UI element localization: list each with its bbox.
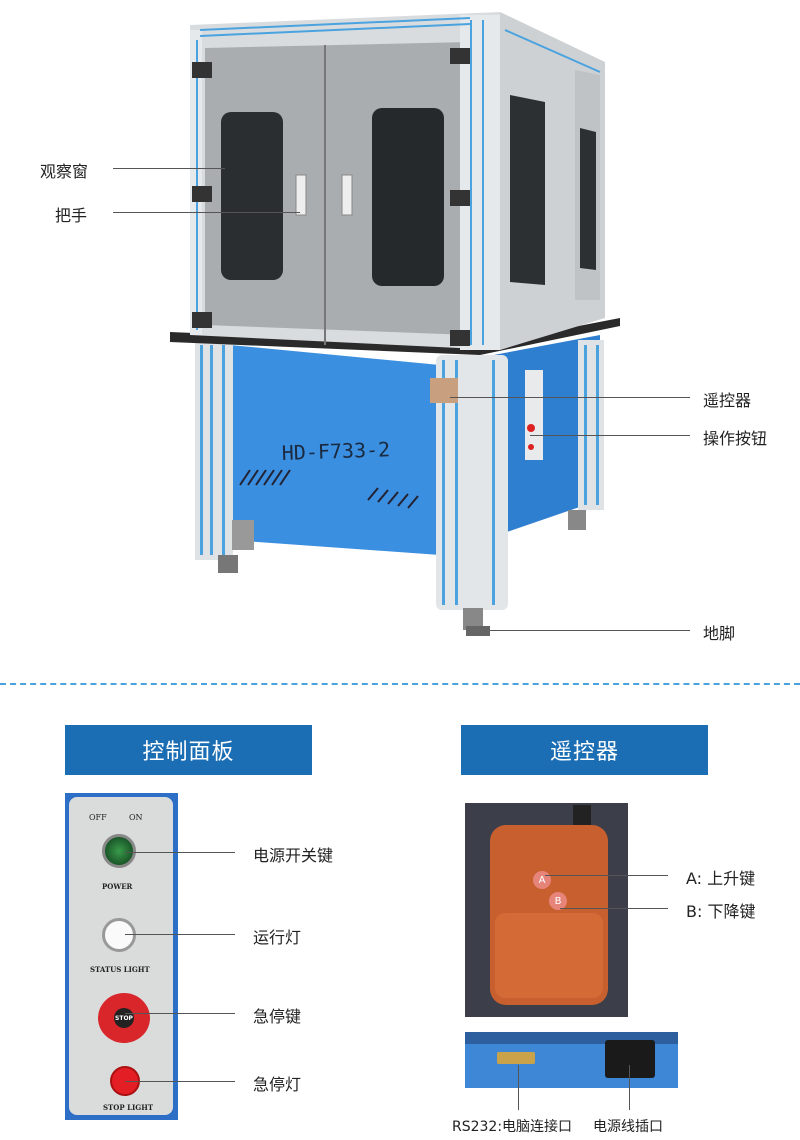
on-label: ON (129, 813, 143, 822)
power-label: POWER (102, 882, 133, 891)
callout-button-a: A: 上升键 (686, 869, 756, 888)
callout-foot: 地脚 (703, 624, 736, 643)
callout-power-switch: 电源开关键 (253, 846, 334, 865)
callout-observation-window: 观察窗 (40, 162, 89, 181)
ports-photo (465, 1032, 678, 1088)
callout-operation-buttons: 操作按钮 (703, 429, 768, 448)
remote-button-b: B (549, 892, 567, 910)
remote-button-a: A (533, 871, 551, 889)
callout-button-b: B: 下降键 (686, 902, 756, 921)
rs232-port (497, 1052, 535, 1064)
remote-header: 遥控器 (461, 725, 708, 775)
power-switch (102, 834, 136, 868)
callout-stop-light: 急停灯 (253, 1075, 302, 1094)
control-panel-photo: OFF ON POWER STATUS LIGHT STOP STOP LIGH… (65, 793, 178, 1120)
stop-icon: STOP (114, 1008, 134, 1028)
status-light (102, 918, 136, 952)
callout-status-light: 运行灯 (253, 928, 302, 947)
stop-light-label: STOP LIGHT (103, 1103, 154, 1112)
machine-model-label: HD-F733-2 (281, 437, 390, 465)
status-light-label: STATUS LIGHT (90, 965, 150, 974)
caption-power-socket: 电源线插口 (593, 1119, 663, 1135)
emergency-stop-button: STOP (98, 993, 150, 1043)
callout-remote: 遥控器 (703, 391, 752, 410)
callout-emergency-stop: 急停键 (253, 1007, 302, 1026)
machine-illustration: HD-F733-2 (170, 12, 620, 636)
off-label: OFF (89, 813, 107, 822)
remote-photo: A B (465, 803, 628, 1017)
power-socket (605, 1040, 655, 1078)
caption-rs232: RS232:电脑连接口 (452, 1119, 573, 1135)
section-divider (0, 683, 800, 685)
callout-handle: 把手 (55, 206, 88, 225)
control-panel-header: 控制面板 (65, 725, 312, 775)
